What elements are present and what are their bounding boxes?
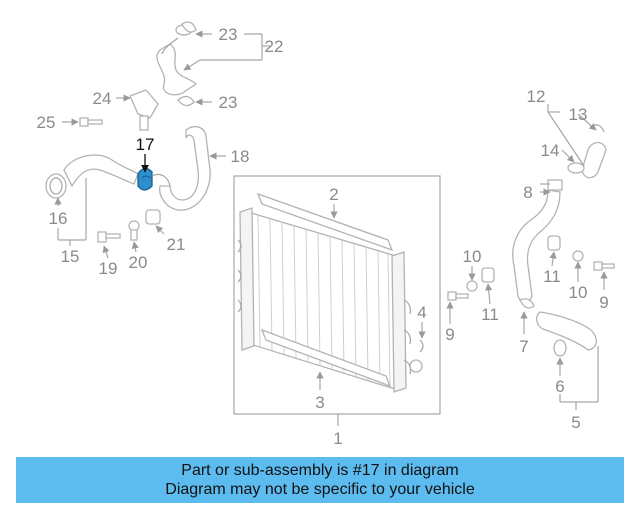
- label-10-right: 10: [569, 283, 588, 302]
- label-19: 19: [99, 259, 118, 278]
- label-9-left: 9: [445, 325, 454, 344]
- label-25: 25: [37, 113, 56, 132]
- label-13: 13: [569, 105, 588, 124]
- label-11-right: 11: [543, 267, 561, 286]
- hose-5: [535, 311, 597, 357]
- upper-hose-22: [156, 24, 198, 96]
- radiator-fins: [257, 214, 391, 388]
- clamp-23-upper: [181, 21, 197, 33]
- label-2: 2: [329, 185, 338, 204]
- radiator-assembly: [233, 175, 441, 415]
- label-16: 16: [49, 209, 68, 228]
- label-11-left: 11: [481, 305, 499, 324]
- sensor-24: [129, 89, 159, 131]
- top-seal: [256, 192, 394, 252]
- label-3: 3: [315, 393, 324, 412]
- grommet-21: [145, 209, 161, 225]
- grommet-11-left: [481, 267, 495, 283]
- label-18: 18: [231, 147, 250, 166]
- clip-4: [419, 339, 424, 353]
- label-12: 12: [527, 87, 546, 106]
- bolt-9-left: [447, 291, 469, 301]
- bolt-9-right: [593, 261, 615, 271]
- nut-10-right: [572, 250, 584, 262]
- label-10-left: 10: [463, 247, 482, 266]
- leader-lines: [54, 30, 608, 426]
- clamp-14: [567, 162, 585, 174]
- info-banner: Part or sub-assembly is #17 in diagram D…: [16, 457, 624, 503]
- label-21: 21: [167, 235, 186, 254]
- label-9-right: 9: [599, 293, 608, 312]
- label-24: 24: [93, 89, 112, 108]
- label-17: 17: [136, 135, 155, 154]
- label-23-lower: 23: [219, 93, 238, 112]
- clamp-23-lower: [177, 95, 195, 107]
- hose-15: [45, 154, 139, 199]
- label-8: 8: [523, 183, 532, 202]
- label-20: 20: [129, 253, 148, 272]
- label-22: 22: [265, 37, 284, 56]
- parts-diagram: 1 2 3 4 5 6 7 8 9 9 10 10 11 11 12 13 14…: [37, 21, 615, 448]
- callout-labels: 1 2 3 4 5 6 7 8 9 9 10 10 11 11 12 13 14…: [37, 25, 609, 448]
- clamp-7: [519, 298, 535, 309]
- label-5: 5: [571, 413, 580, 432]
- nut-20: [128, 220, 140, 241]
- label-1: 1: [333, 429, 342, 448]
- pipe-18: [151, 125, 211, 211]
- label-6: 6: [555, 377, 564, 396]
- grommet-11-right: [547, 235, 561, 251]
- bolt-25: [79, 117, 103, 127]
- banner-line-part: Part or sub-assembly is #17 in diagram: [181, 462, 459, 479]
- label-14: 14: [541, 141, 560, 160]
- hose-13: [581, 124, 607, 179]
- bolt-19: [97, 231, 121, 243]
- label-15: 15: [61, 247, 80, 266]
- label-23-upper: 23: [219, 25, 238, 44]
- label-4: 4: [417, 303, 426, 322]
- bottom-seal: [260, 328, 392, 388]
- nut-10-left: [466, 280, 478, 292]
- label-7: 7: [519, 337, 528, 356]
- banner-line-disclaimer: Diagram may not be specific to your vehi…: [165, 481, 475, 498]
